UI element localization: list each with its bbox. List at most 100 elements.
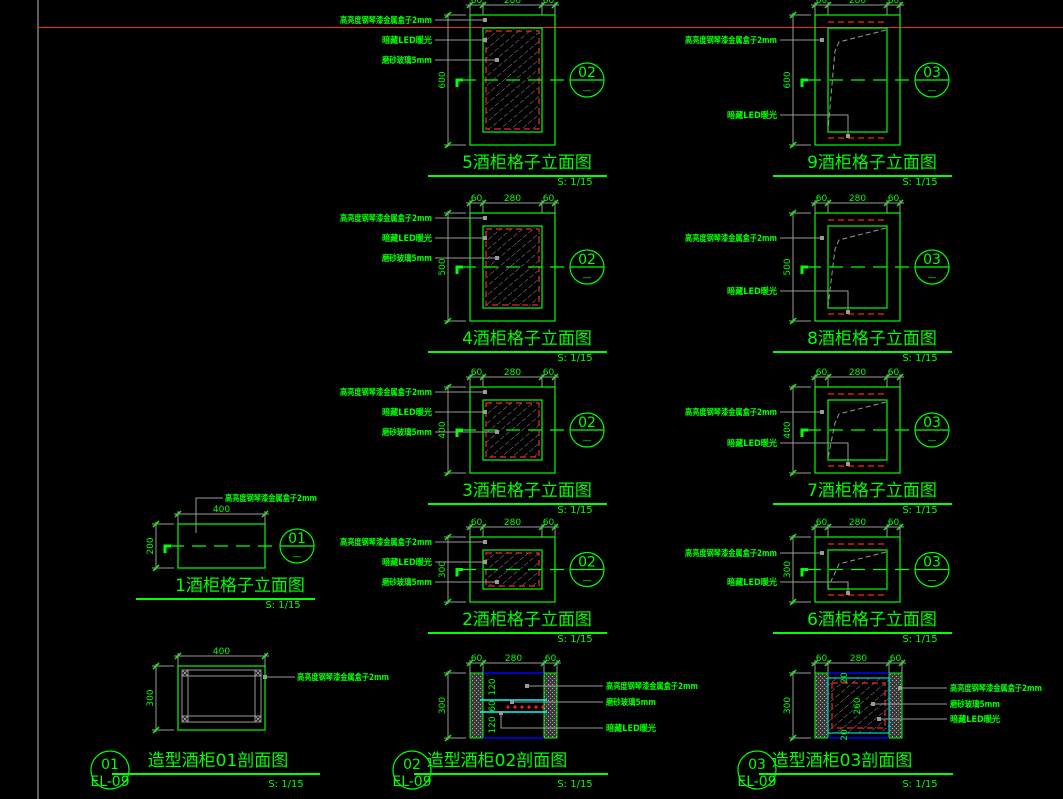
- section-reference-number: 03: [923, 252, 941, 268]
- led-light-icon: ✦: [533, 703, 540, 712]
- height-dimension: 300: [146, 689, 156, 706]
- dimension-tick: [444, 209, 452, 217]
- height-dimension: 400: [783, 421, 793, 438]
- leader-dot: [495, 430, 499, 434]
- width-dimension: 60: [888, 0, 900, 6]
- detail-reference-bubble[interactable]: [392, 750, 432, 790]
- drawing-scale: S: 1/15: [902, 353, 937, 364]
- dimension-tick: [789, 734, 797, 742]
- inner-dimension: 260: [853, 697, 863, 714]
- section-cut-marker-icon: [800, 428, 808, 437]
- dimension-tick: [444, 383, 452, 391]
- dimension-tick: [444, 141, 452, 149]
- width-dimension: 280: [849, 368, 866, 378]
- width-dimension: 60: [471, 0, 483, 6]
- inner-dimension: 120: [488, 716, 498, 733]
- height-dimension: 300: [438, 697, 448, 714]
- corner-cross: [181, 715, 189, 723]
- drawing-title: 5酒柜格子立面图: [462, 153, 592, 173]
- leader-dot: [483, 560, 487, 564]
- callout-label: 磨砂玻璃5mm: [381, 55, 432, 66]
- callout-label: 暗藏LED暖光: [950, 714, 1000, 725]
- width-dimension: 280: [850, 654, 867, 664]
- drawing-scale: S: 1/15: [557, 505, 592, 516]
- section-reference-sheet: —: [928, 436, 937, 446]
- drawing-scale: S: 1/15: [557, 634, 592, 645]
- section-cut-marker-icon: [163, 544, 171, 553]
- glass-panel: [827, 677, 890, 734]
- width-dimension: 400: [213, 505, 230, 515]
- callout-label: 高亮度钢琴漆金属盒子2mm: [340, 537, 432, 548]
- dimension-tick: [789, 209, 797, 217]
- leader-line: [780, 581, 849, 593]
- leader-dot: [483, 410, 487, 414]
- callout-label: 磨砂玻璃5mm: [381, 427, 432, 438]
- shelf-outline-dashed: [827, 551, 887, 588]
- leader-dot: [499, 711, 503, 715]
- section-reference-sheet: —: [928, 273, 937, 283]
- leader-line: [500, 713, 603, 729]
- leader-dot: [495, 58, 499, 62]
- side-panel-left: [469, 672, 484, 739]
- leader-dot: [820, 551, 824, 555]
- leader-dot: [263, 675, 267, 679]
- leader-dot: [820, 38, 824, 42]
- led-light-icon: ✦: [540, 703, 547, 712]
- drawing-scale: S: 1/15: [902, 634, 937, 645]
- callout-label: 磨砂玻璃5mm: [381, 253, 432, 264]
- dimension-tick: [152, 564, 160, 572]
- width-dimension: 280: [504, 518, 521, 528]
- width-dimension: 60: [816, 368, 828, 378]
- drawing-scale: S: 1/15: [557, 779, 592, 790]
- section-reference-sheet: —: [293, 552, 302, 562]
- drawing-scale: S: 1/15: [268, 779, 303, 790]
- leader-dot: [871, 702, 875, 706]
- callout-label: 高亮度钢琴漆金属盒子2mm: [297, 672, 389, 683]
- width-dimension: 280: [505, 654, 522, 664]
- detail-reference-number: 03: [748, 757, 766, 773]
- width-dimension: 280: [504, 194, 521, 204]
- section-cut-marker-icon: [455, 78, 463, 87]
- callout-label: 暗藏LED暖光: [382, 557, 432, 568]
- callout-label: 暗藏LED暖光: [727, 286, 777, 297]
- detail-sheet-number: EL-09: [737, 774, 776, 790]
- corner-post: [254, 715, 262, 723]
- width-dimension: 60: [816, 654, 828, 664]
- hidden-led-outline: [831, 682, 886, 729]
- detail-reference-number: 02: [403, 757, 421, 773]
- width-dimension: 60: [888, 368, 900, 378]
- drawing-title: 3酒柜格子立面图: [462, 481, 592, 501]
- section-cut-marker-icon: [455, 265, 463, 274]
- dimension-tick: [444, 533, 452, 541]
- width-dimension: 60: [543, 368, 555, 378]
- leader-dot: [846, 462, 850, 466]
- callout-label: 暗藏LED暖光: [727, 577, 777, 588]
- dimension-tick: [444, 469, 452, 477]
- shelf-outline-dashed: [827, 401, 887, 459]
- section-cut-marker-icon: [800, 78, 808, 87]
- leader-line: [195, 497, 223, 533]
- drawing-title: 造型酒柜02剖面图: [427, 751, 568, 771]
- callout-label: 高亮度钢琴漆金属盒子2mm: [950, 683, 1042, 694]
- dimension-tick: [444, 317, 452, 325]
- detail-reference-bubble[interactable]: [737, 750, 777, 790]
- height-dimension: 500: [783, 258, 793, 275]
- inner-dimension: 20: [840, 729, 850, 741]
- detail-sheet-number: EL-09: [90, 774, 129, 790]
- callout-label: 暗藏LED暖光: [382, 35, 432, 46]
- width-dimension: 60: [888, 518, 900, 528]
- callout-label: 暗藏LED暖光: [727, 110, 777, 121]
- drawing-title: 4酒柜格子立面图: [462, 329, 592, 349]
- drawing-scale: S: 1/15: [557, 177, 592, 188]
- width-dimension: 60: [471, 654, 483, 664]
- dimension-tick: [789, 383, 797, 391]
- height-dimension: 600: [438, 71, 448, 88]
- leader-dot: [483, 236, 487, 240]
- corner-cross: [254, 669, 262, 677]
- callout-label: 高亮度钢琴漆金属盒子2mm: [225, 493, 317, 504]
- corner-cross: [181, 669, 189, 677]
- detail-reference-bubble[interactable]: [90, 750, 130, 790]
